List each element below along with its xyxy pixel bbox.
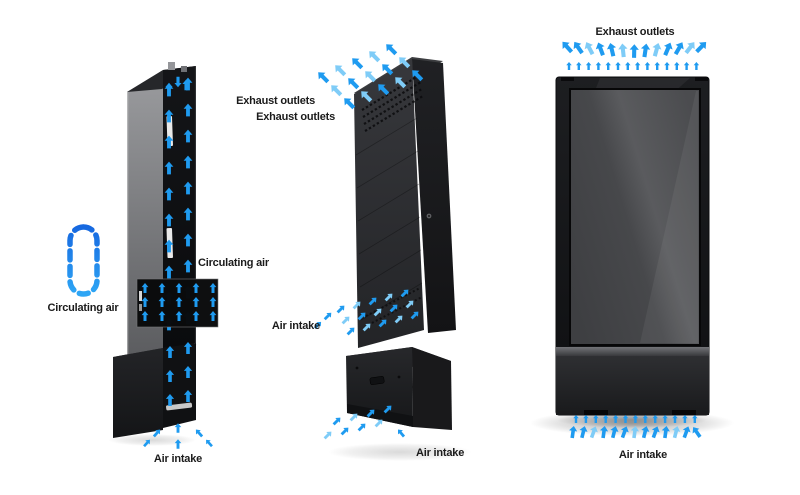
left-kiosk-shadow [108, 434, 196, 446]
circulation-loop-icon [67, 224, 100, 297]
exhaust-arrows-right-inner [566, 62, 700, 70]
right-kiosk-base [556, 356, 709, 415]
circulating-air-label-side: Circulating air [47, 302, 119, 314]
middle-kiosk-shadow [328, 443, 472, 461]
air-intake-label-right: Air intake [618, 449, 668, 461]
right-kiosk-front-view [530, 38, 734, 440]
middle-kiosk-back-view [312, 40, 472, 461]
right-kiosk-screen-glare [640, 91, 698, 343]
air-intake-label-middle-upper: Air intake [271, 320, 320, 332]
middle-kiosk-exhaust-vents [361, 74, 424, 132]
middle-kiosk-panel-seams [355, 117, 423, 321]
exhaust-outlets-label-right: Exhaust outlets [595, 26, 675, 38]
right-kiosk-base-band [556, 347, 709, 356]
circulating-air-label-inset: Circulating air [198, 257, 269, 269]
middle-kiosk-intake-vents [365, 287, 423, 326]
right-kiosk-foot [672, 410, 696, 415]
exhaust-outlets-label-middle-2: Exhaust outlets [256, 111, 335, 123]
middle-kiosk-back-face [354, 59, 424, 348]
left-kiosk-base [113, 348, 163, 438]
middle-kiosk-side-face [412, 59, 456, 333]
exhaust-arrows-right-outer [558, 38, 710, 58]
left-kiosk-intake-slot [166, 402, 193, 411]
left-kiosk-cutaway [67, 62, 219, 449]
right-kiosk-foot [584, 410, 608, 415]
left-kiosk-base-channel [163, 343, 196, 428]
right-kiosk-screen [569, 88, 701, 346]
air-intake-label-left: Air intake [153, 453, 203, 465]
middle-kiosk-base-side [412, 347, 452, 430]
exhaust-outlets-label-middle-1: Exhaust outlets [236, 95, 315, 107]
middle-kiosk-handle [369, 376, 385, 385]
air-intake-label-middle-lower: Air intake [416, 447, 465, 459]
